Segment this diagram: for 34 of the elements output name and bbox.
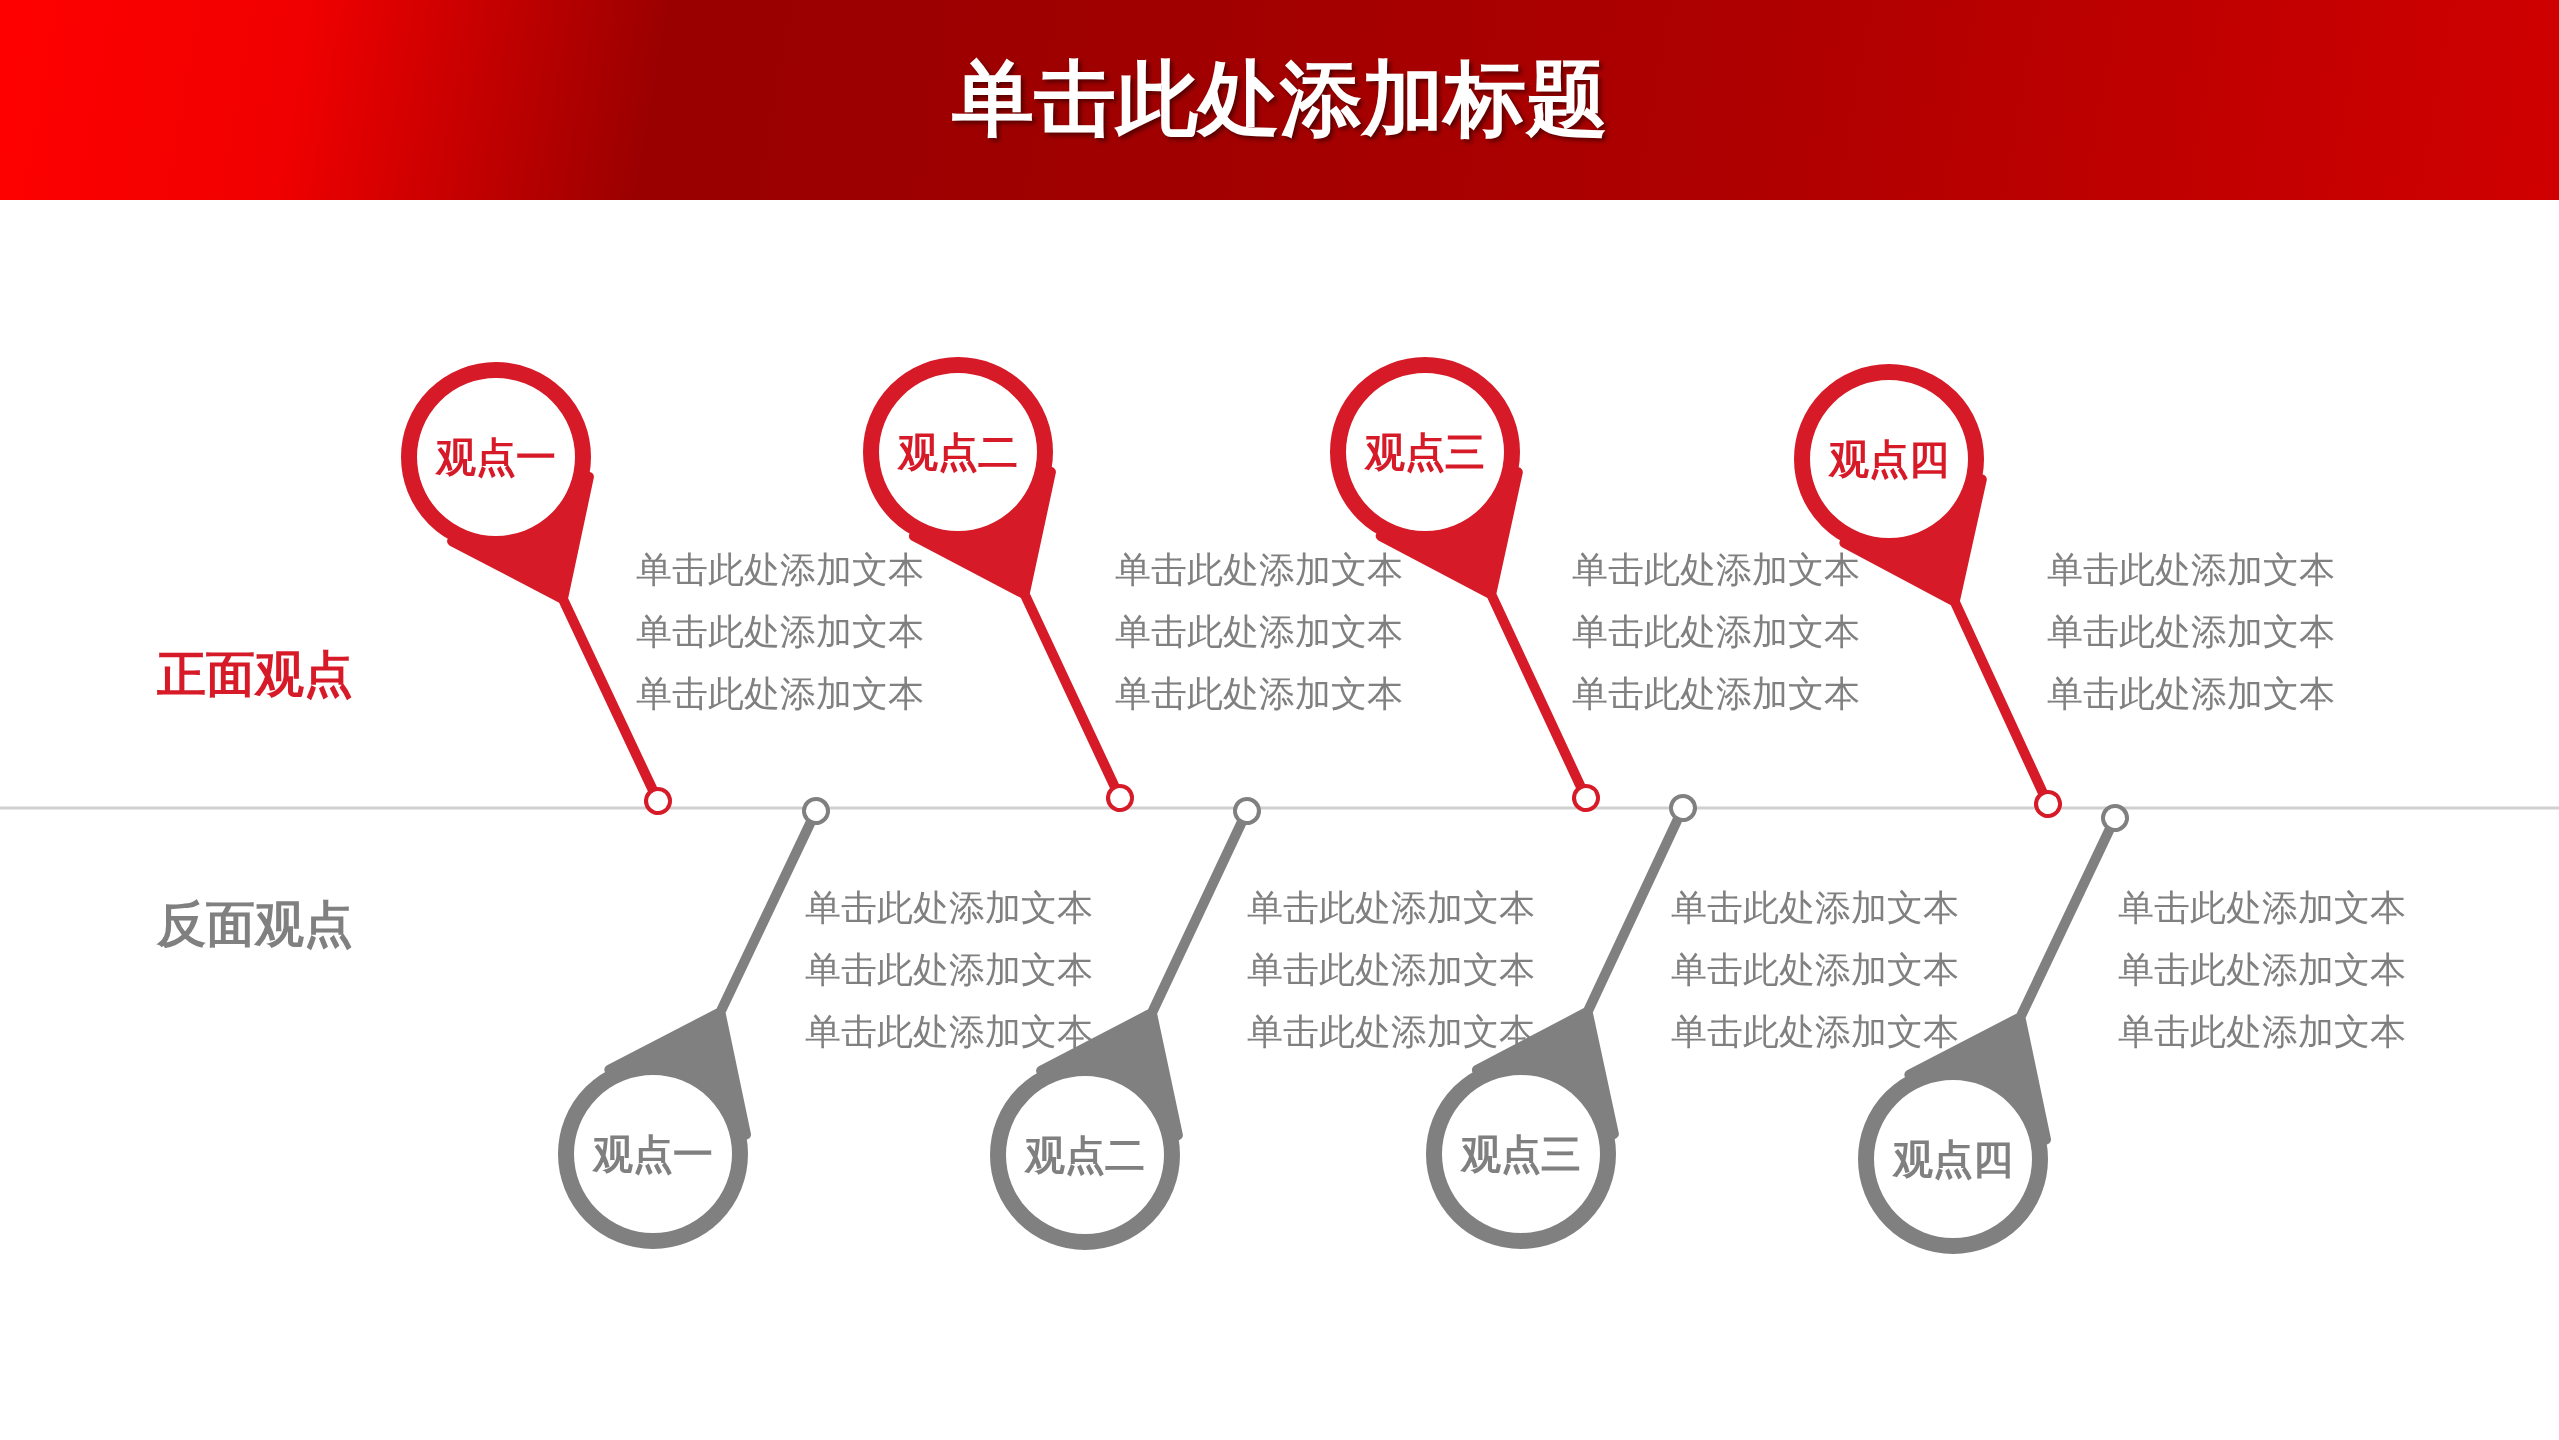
body-text: 单击此处添加文本 — [805, 886, 1093, 930]
side-heading: 正面观点 — [157, 645, 353, 705]
body-text: 单击此处添加文本 — [1671, 886, 1959, 930]
body-text: 单击此处添加文本 — [2118, 1010, 2406, 1054]
title: 单击此处添加标题 — [951, 50, 1608, 148]
body-text: 单击此处添加文本 — [2118, 886, 2406, 930]
pin-label: 观点四 — [1829, 434, 1949, 484]
body-text: 单击此处添加文本 — [1115, 548, 1403, 592]
body-text: 单击此处添加文本 — [2047, 610, 2335, 654]
body-text: 单击此处添加文本 — [1572, 548, 1860, 592]
pin-label: 观点一 — [436, 432, 556, 482]
body-text: 单击此处添加文本 — [636, 548, 924, 592]
pin-label: 观点四 — [1893, 1134, 2013, 1184]
pin-label: 观点二 — [898, 427, 1018, 477]
body-text: 单击此处添加文本 — [805, 948, 1093, 992]
body-text: 单击此处添加文本 — [1572, 672, 1860, 716]
body-text: 单击此处添加文本 — [636, 610, 924, 654]
pin-label: 观点二 — [1025, 1130, 1145, 1180]
body-text: 单击此处添加文本 — [2047, 548, 2335, 592]
body-text: 单击此处添加文本 — [1247, 886, 1535, 930]
body-text: 单击此处添加文本 — [1247, 948, 1535, 992]
side-heading: 反面观点 — [157, 895, 353, 955]
body-text: 单击此处添加文本 — [2047, 672, 2335, 716]
body-text: 单击此处添加文本 — [636, 672, 924, 716]
body-text: 单击此处添加文本 — [1115, 672, 1403, 716]
pin-label: 观点一 — [593, 1129, 713, 1179]
body-text: 单击此处添加文本 — [2118, 948, 2406, 992]
body-text: 单击此处添加文本 — [1671, 948, 1959, 992]
body-text: 单击此处添加文本 — [805, 1010, 1093, 1054]
body-text: 单击此处添加文本 — [1671, 1010, 1959, 1054]
body-text: 单击此处添加文本 — [1115, 610, 1403, 654]
pin-label: 观点三 — [1365, 427, 1485, 477]
body-text: 单击此处添加文本 — [1572, 610, 1860, 654]
pin-label: 观点三 — [1461, 1129, 1581, 1179]
